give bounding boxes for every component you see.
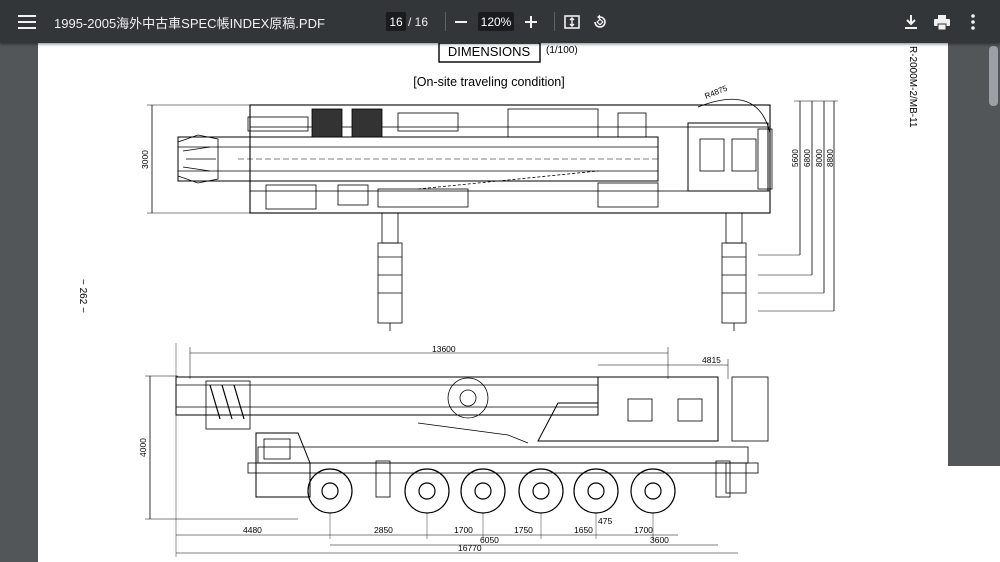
viewer-background [948,43,1000,466]
side-height-dim: 4000 [138,438,148,457]
page-edge [948,466,1000,562]
crane-dimension-drawing: DIMENSIONS (1/100) [On-site traveling co… [77,43,918,557]
outrigger-dim-1: 5600 [791,149,800,167]
scale-label: (1/100) [546,45,578,56]
radius-dim: R4875 [703,83,729,100]
outrigger-dim-3: 8000 [815,149,824,167]
rear-span-dim: 3600 [650,535,669,545]
axle-spacing-3: 1750 [514,525,533,535]
side-label: R-2000M-2/MB-11 [907,46,918,128]
overall-length-dim: 16770 [458,543,482,553]
current-page-input[interactable]: 16 [386,12,406,31]
total-pages: / 16 [408,15,429,29]
axle-spacing-4: 1650 [574,525,593,535]
side-view [145,343,769,557]
more-vert-icon[interactable] [959,8,987,36]
download-icon[interactable] [897,8,925,36]
pdf-toolbar: 1995-2005海外中古車SPEC帳INDEX原稿.PDF 16 / 16 1… [0,0,1000,43]
page-number: − 262 − [77,279,88,313]
outrigger-dim-4: 8800 [826,149,835,167]
rotate-icon[interactable] [586,8,614,36]
boom-length-dim: 13600 [432,344,456,354]
axle-spacing-2: 1700 [454,525,473,535]
wheels [307,468,676,514]
heading: DIMENSIONS [448,44,531,59]
axle-spacing-5: 1700 [634,525,653,535]
front-overhang-dim: 4480 [243,525,262,535]
subtitle: [On-site traveling condition] [413,75,564,89]
rear-overhang-dim: 4815 [702,355,721,365]
zoom-level-input[interactable]: 120% [478,12,514,31]
print-icon[interactable] [928,8,956,36]
wheelbase-dim: 6050 [480,535,499,545]
toolbar-divider [554,12,555,31]
heading-box [438,43,541,63]
zoom-in-icon[interactable] [517,8,545,36]
top-view [147,98,838,331]
toolbar-divider [445,12,446,31]
outrigger-dim-2: 6800 [803,149,812,167]
pdf-page: DIMENSIONS (1/100) [On-site traveling co… [38,43,948,562]
hamburger-menu-icon[interactable] [13,8,41,36]
top-width-dim: 3000 [140,150,150,169]
zoom-out-icon[interactable] [447,8,475,36]
axle-offset-dim: 475 [598,516,612,526]
file-title: 1995-2005海外中古車SPEC帳INDEX原稿.PDF [54,16,325,31]
axle-spacing-1: 2850 [374,525,393,535]
fit-to-page-icon[interactable] [558,8,586,36]
scrollbar-thumb[interactable] [989,46,998,106]
